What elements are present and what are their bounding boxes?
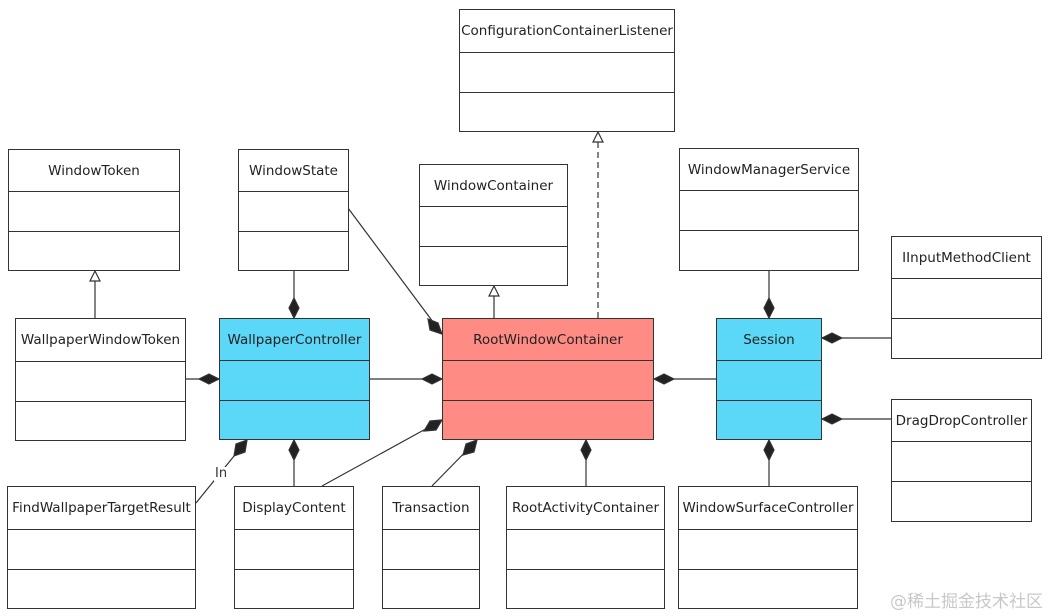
- class-name: WindowManagerService: [680, 149, 858, 191]
- class-operations: [679, 570, 857, 609]
- class-attributes: [420, 207, 567, 247]
- class-attributes: [220, 361, 369, 401]
- watermark-text: @稀土掘金技术社区: [890, 592, 1043, 612]
- class-name: RootWindowContainer: [443, 319, 653, 361]
- class-attributes: [9, 192, 179, 232]
- composition-diamond: [462, 439, 478, 456]
- class-attributes: [680, 191, 858, 231]
- composition-diamond: [197, 373, 221, 385]
- class-name: DragDropController: [892, 400, 1031, 442]
- edge-rootwindowcontainer-has-displaycontent: [321, 419, 443, 487]
- class-operations: [680, 231, 858, 270]
- class-windowtoken: WindowToken: [8, 149, 180, 271]
- class-operations: [460, 93, 674, 132]
- class-operations: [8, 570, 195, 609]
- class-name: DisplayContent: [235, 487, 353, 530]
- class-attributes: [679, 530, 857, 570]
- class-rootactivitycontainer: RootActivityContainer: [506, 486, 665, 609]
- class-name: WindowContainer: [420, 165, 567, 207]
- class-session: Session: [716, 318, 822, 440]
- realization-arrowhead: [592, 130, 604, 143]
- class-attributes: [507, 530, 664, 570]
- class-findwallpapertargetresult: FindWallpaperTargetResult: [7, 486, 196, 609]
- class-attributes: [717, 361, 821, 401]
- edge-rootwindowcontainer-has-windowstate: [347, 207, 443, 335]
- class-operations: [16, 402, 185, 441]
- class-name: WallpaperWindowToken: [16, 319, 185, 362]
- class-name: WindowToken: [9, 150, 179, 192]
- class-dragdropcontroller: DragDropController: [891, 399, 1032, 522]
- class-attributes: [443, 361, 653, 401]
- class-iinputmethodclient: IInputMethodClient: [891, 236, 1042, 359]
- class-attributes: [16, 362, 185, 402]
- composition-diamond: [233, 439, 248, 457]
- class-name: Transaction: [383, 487, 479, 530]
- composition-diamond: [763, 438, 775, 462]
- class-operations: [717, 401, 821, 440]
- class-attributes: [383, 530, 479, 570]
- class-name: WindowState: [239, 150, 348, 192]
- class-name: WallpaperController: [220, 319, 369, 361]
- composition-diamond: [288, 438, 300, 462]
- class-transaction: Transaction: [382, 486, 480, 609]
- composition-diamond: [652, 373, 676, 385]
- class-wallpaperwindowtoken: WallpaperWindowToken: [15, 318, 186, 441]
- composition-diamond: [420, 373, 444, 385]
- class-attributes: [235, 530, 353, 570]
- class-operations: [383, 570, 479, 609]
- class-operations: [892, 319, 1041, 358]
- class-operations: [220, 401, 369, 440]
- class-name: RootActivityContainer: [507, 487, 664, 530]
- composition-diamond: [427, 318, 443, 335]
- composition-diamond: [580, 438, 592, 462]
- class-name: Session: [717, 319, 821, 361]
- class-windowmanagerservice: WindowManagerService: [679, 148, 859, 271]
- class-operations: [239, 232, 348, 271]
- class-configurationcontainerlistener: ConfigurationContainerListener: [459, 9, 675, 132]
- class-windowsurfacecontroller: WindowSurfaceController: [678, 486, 858, 609]
- class-operations: [892, 482, 1031, 521]
- class-operations: [420, 247, 567, 286]
- class-windowstate: WindowState: [238, 149, 349, 271]
- class-attributes: [8, 530, 195, 570]
- generalization-arrowhead: [488, 284, 500, 297]
- class-windowcontainer: WindowContainer: [419, 164, 568, 286]
- edge-label-in: In: [214, 466, 229, 481]
- class-name: ConfigurationContainerListener: [460, 10, 674, 53]
- class-operations: [507, 570, 664, 609]
- class-rootwindowcontainer: RootWindowContainer: [442, 318, 654, 440]
- class-operations: [9, 232, 179, 271]
- class-name: IInputMethodClient: [892, 237, 1041, 279]
- class-name: WindowSurfaceController: [679, 487, 857, 530]
- composition-diamond: [288, 296, 300, 320]
- composition-diamond: [422, 419, 444, 432]
- class-wallpapercontroller: WallpaperController: [219, 318, 370, 440]
- class-attributes: [239, 192, 348, 232]
- class-operations: [235, 570, 353, 609]
- class-attributes: [892, 279, 1041, 319]
- composition-diamond: [763, 296, 775, 320]
- generalization-arrowhead: [89, 269, 101, 282]
- class-name: FindWallpaperTargetResult: [8, 487, 195, 530]
- class-operations: [443, 401, 653, 440]
- composition-diamond: [820, 413, 844, 425]
- composition-diamond: [820, 332, 844, 344]
- class-attributes: [892, 442, 1031, 482]
- class-displaycontent: DisplayContent: [234, 486, 354, 609]
- class-attributes: [460, 53, 674, 93]
